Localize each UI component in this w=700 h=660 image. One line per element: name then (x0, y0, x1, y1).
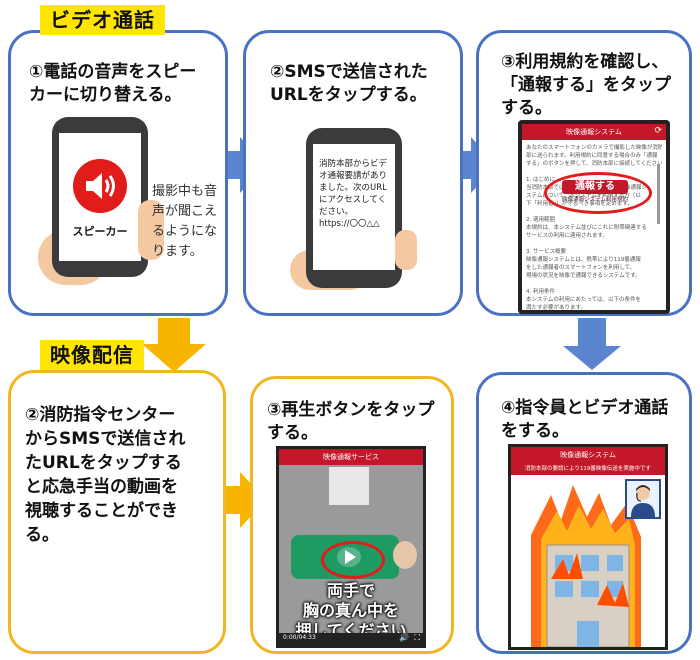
play-button[interactable] (337, 547, 361, 567)
speaker-icon (86, 173, 115, 199)
hand-2-fingers (395, 230, 417, 270)
video-time: 0:00/04:33 (283, 634, 316, 641)
phone-4-header: 映像通報システム (511, 447, 665, 463)
arrow-down-3 (563, 318, 621, 370)
phone-1: スピーカー (52, 117, 148, 277)
speaker-label: スピーカー (72, 225, 128, 238)
video-step3-caption: ③再生ボタンをタップ する。 (267, 400, 435, 443)
play-highlight (321, 541, 385, 579)
phone-2: 消防本部からビデ オ通報要請があり ました。次のURL にアクセスしてく ださい… (306, 128, 402, 288)
operator-icon (631, 485, 655, 517)
refresh-icon[interactable]: ⟳ (654, 126, 662, 136)
video-controls: 0:00/04:33 🔊 ⛶ (279, 633, 423, 645)
report-highlight (544, 172, 652, 214)
phone-4-banner: 消防本部の要請により119番映像伝送を実施中です (511, 463, 665, 475)
sms-message: 消防本部からビデ オ通報要請があり ました。次のURL にアクセスしてく ださい… (319, 159, 388, 229)
patient-head (393, 541, 417, 569)
phone-5-screen: 映像通報サービス 両手で 胸の真ん中を 押してください 0:00/04:33 🔊… (276, 446, 426, 648)
phone-1-screen: スピーカー (59, 133, 141, 261)
report-button[interactable]: 通報する (562, 180, 628, 194)
fullscreen-icon[interactable]: ⛶ (414, 633, 420, 642)
report-sub: 映像通報システム利用規約 (562, 197, 628, 203)
step1-caption: ①電話の音声をスピー カーに切り替える。 (29, 62, 197, 105)
video-step2-box: ②消防指令センター からSMSで送信され たURLをタップする と応急手当の動画… (8, 370, 226, 654)
video-step2-caption: ②消防指令センター からSMSで送信され たURLをタップする と応急手当の動画… (25, 405, 186, 545)
operator-avatar (625, 479, 661, 519)
step4-caption: ④指令員とビデオ通話 をする。 (501, 398, 669, 441)
video-subtitle: 両手で 胸の真ん中を 押してください (295, 581, 407, 640)
speaker-note: 撮影中も音 声が聞こえ るようにな ります。 (152, 184, 218, 259)
phone-3-screen: 映像通報システム ⟳ あなたのスマートフォンのカメラで撮影した映像が消防本 部に… (518, 120, 670, 314)
standing-legs (329, 467, 369, 505)
phone-2-screen: 消防本部からビデ オ通報要請があり ました。次のURL にアクセスしてく ださい… (313, 144, 395, 270)
phone-5-header: 映像通報サービス (279, 449, 423, 465)
burning-building (531, 485, 641, 647)
phone-4-screen: 映像通報システム 消防本部の要請により119番映像伝送を実施中です (508, 444, 668, 650)
arrow-down-gold (142, 318, 206, 372)
phone-3-header: 映像通報システム (522, 124, 666, 140)
play-icon (345, 550, 356, 564)
terms-text: あなたのスマートフォンのカメラで撮影した映像が消防本 部に送られます。利用規約に… (526, 145, 662, 311)
tag-video-call: ビデオ通話 (40, 5, 165, 35)
step3-caption: ③利用規約を確認し、 「通報する」をタップ する。 (501, 52, 671, 118)
tag-video-stream: 映像配信 (40, 340, 144, 370)
speaker-circle (73, 159, 127, 213)
terms-scrollbar[interactable] (657, 164, 660, 224)
hand-1-fingers (138, 200, 164, 260)
volume-icon[interactable]: 🔊 (399, 633, 409, 642)
step2-caption: ②SMSで送信された URLをタップする。 (270, 62, 428, 105)
